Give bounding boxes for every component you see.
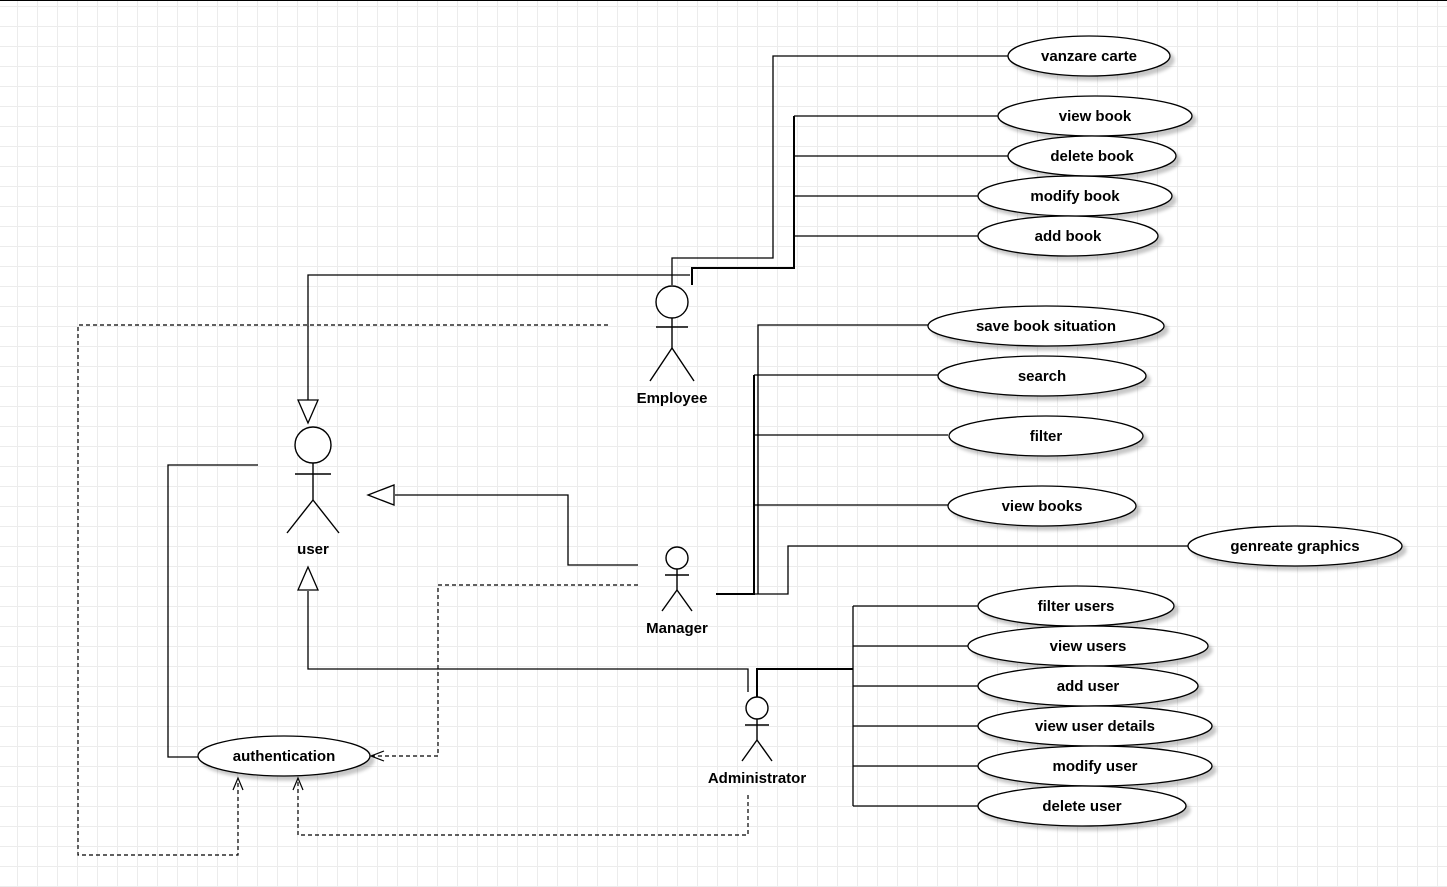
administrator-figure-icon xyxy=(741,696,773,762)
usecase-add-user-label: add user xyxy=(1057,678,1120,695)
actor-employee-label: Employee xyxy=(637,390,708,407)
usecase-modify-user-label: modify user xyxy=(1052,758,1137,775)
usecase-view-book[interactable]: view book xyxy=(997,95,1193,137)
actor-manager[interactable]: Manager xyxy=(646,546,708,637)
top-border xyxy=(0,0,1447,1)
actor-user-label: user xyxy=(297,541,329,558)
usecase-view-books[interactable]: view books xyxy=(947,485,1137,527)
usecase-delete-user[interactable]: delete user xyxy=(977,785,1187,827)
actor-administrator[interactable]: Administrator xyxy=(708,696,807,787)
association-lines xyxy=(167,55,1188,807)
actor-employee[interactable]: Employee xyxy=(637,285,708,407)
usecase-modify-user[interactable]: modify user xyxy=(977,745,1213,787)
usecase-view-users-label: view users xyxy=(1050,638,1127,655)
generalization-arrowheads xyxy=(297,399,395,591)
usecase-save-book-situation[interactable]: save book situation xyxy=(927,305,1165,347)
usecase-filter-users[interactable]: filter users xyxy=(977,585,1175,627)
usecase-filter[interactable]: filter xyxy=(948,415,1144,457)
usecase-view-users[interactable]: view users xyxy=(967,625,1209,667)
usecase-filter-label: filter xyxy=(1030,428,1063,445)
manager-figure-icon xyxy=(661,546,693,612)
usecase-vanzare-carte[interactable]: vanzare carte xyxy=(1007,35,1171,77)
usecase-authentication-label: authentication xyxy=(233,748,336,765)
usecase-modify-book[interactable]: modify book xyxy=(977,175,1173,217)
usecase-genreate-graphics-label: genreate graphics xyxy=(1230,538,1359,555)
usecase-add-book-label: add book xyxy=(1035,228,1102,245)
usecase-authentication[interactable]: authentication xyxy=(197,735,371,777)
usecase-genreate-graphics[interactable]: genreate graphics xyxy=(1187,525,1403,567)
dependency-lines xyxy=(77,324,749,856)
usecase-view-books-label: view books xyxy=(1002,498,1083,515)
usecase-delete-book[interactable]: delete book xyxy=(1007,135,1177,177)
usecase-search-label: search xyxy=(1018,368,1066,385)
user-figure-icon xyxy=(286,426,340,534)
actor-manager-label: Manager xyxy=(646,620,708,637)
usecase-search[interactable]: search xyxy=(937,355,1147,397)
usecase-modify-book-label: modify book xyxy=(1030,188,1120,205)
usecase-view-user-details-label: view user details xyxy=(1035,718,1155,735)
actor-user[interactable]: user xyxy=(286,426,340,558)
usecase-add-user[interactable]: add user xyxy=(977,665,1199,707)
usecase-view-book-label: view book xyxy=(1059,108,1132,125)
usecase-save-book-situation-label: save book situation xyxy=(976,318,1116,335)
usecase-add-book[interactable]: add book xyxy=(977,215,1159,257)
employee-figure-icon xyxy=(649,285,695,382)
dependency-arrowheads xyxy=(232,750,385,791)
usecase-view-user-details[interactable]: view user details xyxy=(977,705,1213,747)
actor-administrator-label: Administrator xyxy=(708,770,807,787)
usecase-filter-users-label: filter users xyxy=(1038,598,1115,615)
usecase-delete-book-label: delete book xyxy=(1050,148,1134,165)
usecase-delete-user-label: delete user xyxy=(1042,798,1121,815)
usecase-vanzare-carte-label: vanzare carte xyxy=(1041,48,1137,65)
